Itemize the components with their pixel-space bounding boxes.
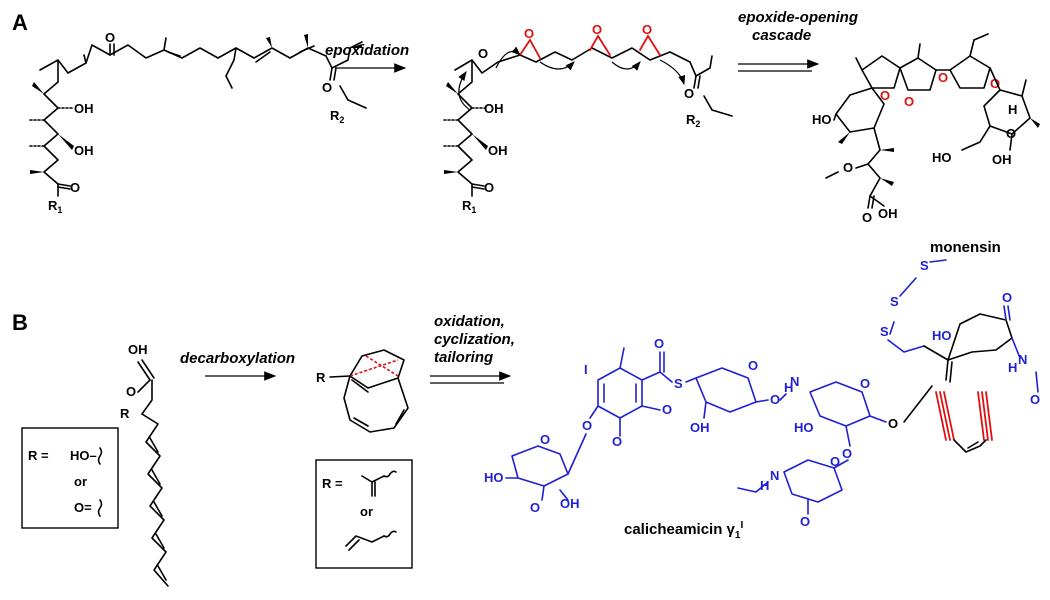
epox-ketone-o-2: O	[684, 86, 694, 101]
epox-ketone-o: O	[478, 46, 488, 61]
epox-r1-label: R1	[462, 198, 476, 215]
step-epoxidation: epoxidation	[325, 42, 409, 59]
sugar-a-o: O	[540, 432, 550, 447]
sugar-c-o-glyco: O	[842, 446, 852, 461]
trisulfide-s3: S	[920, 258, 929, 273]
acyl-o: O	[70, 180, 80, 195]
hydroxylamine-nh: H	[784, 380, 793, 395]
monensin-oh-right: OH	[992, 152, 1012, 167]
r1-label: R1	[48, 198, 62, 215]
thf-o-2: O	[990, 76, 1000, 91]
aryl-ome-o: O	[662, 402, 672, 417]
r-substituent-box-1: R = HO– or O=	[21, 427, 119, 529]
oh-2: OH	[74, 143, 94, 158]
rbox2-or: or	[360, 504, 373, 519]
panel-a-label: A	[12, 10, 28, 35]
thioester-s: S	[674, 376, 683, 391]
polyene-acid: OH O R	[120, 342, 169, 587]
core-r-label: R	[316, 370, 326, 385]
rbox1-req: R =	[28, 448, 49, 463]
carbamate-n: N	[1018, 352, 1027, 367]
aglycone-ho: HO	[932, 328, 952, 343]
sugar-a-ho: HO	[484, 470, 504, 485]
rbox1-opt2: O=	[74, 500, 92, 515]
polyene-precursor: O O R2 OH OH O R1	[29, 30, 367, 215]
sugar-c-o-link: O	[888, 416, 898, 431]
polyepoxide-intermediate: O O O O O R2 OH OH O R1	[443, 22, 733, 215]
hydroxylamine-n: N	[790, 374, 799, 389]
thp-o: O	[1006, 126, 1016, 141]
sugar-b-oh: OH	[690, 420, 710, 435]
methoxy-o: O	[843, 160, 853, 175]
r-substituent-box-2: R = or	[315, 459, 413, 569]
thp-h: H	[1008, 102, 1017, 117]
epox-acyl-o: O	[484, 180, 494, 195]
acid-oh-label: OH	[128, 342, 148, 357]
step-decarboxylation: decarboxylation	[180, 350, 295, 367]
carbamate-o: O	[1030, 392, 1040, 407]
rbox1-or: or	[74, 474, 87, 489]
spiro-o-1: O	[880, 88, 890, 103]
acid-oh: OH	[878, 206, 898, 221]
sugar-b-o: O	[748, 358, 758, 373]
sugar-d-ome: O	[800, 514, 810, 529]
panel-b-label: B	[12, 310, 28, 335]
spiro-o-2: O	[904, 94, 914, 109]
monensin-label: monensin	[930, 239, 1001, 256]
carbamate-nh: H	[1008, 360, 1017, 375]
epoxide-o-2: O	[592, 22, 602, 37]
sugar-a-oh: OH	[560, 496, 580, 511]
sugar-a-ome: O	[530, 500, 540, 515]
epoxide-o-3: O	[642, 22, 652, 37]
sugar-d-n: N	[770, 468, 779, 483]
trisulfide-s2: S	[890, 294, 899, 309]
calicheamicin-label: calicheamicin γ1I	[624, 520, 743, 541]
rbox1-opt1: HO–	[70, 448, 97, 463]
sugar-d-o: O	[830, 454, 840, 469]
step-oxidation: oxidation,	[434, 313, 505, 330]
step-tailoring: tailoring	[434, 349, 493, 366]
oh-1: OH	[74, 101, 94, 116]
enediyne-core: R	[316, 349, 409, 433]
acid-o-label: O	[126, 384, 136, 399]
aryl-ome-o-2: O	[612, 434, 622, 449]
sugar-c-ho: HO	[794, 420, 814, 435]
aryl-o-link: O	[582, 418, 592, 433]
step-cascade-2: cascade	[752, 27, 811, 44]
r-label: R	[120, 406, 130, 421]
ketone-o: O	[105, 30, 115, 45]
epox-oh-1: OH	[484, 101, 504, 116]
monensin-ho-left: HO	[812, 112, 832, 127]
trisulfide-s1: S	[880, 324, 889, 339]
sugar-c-o: O	[860, 376, 870, 391]
sugar-b-o-link: O	[770, 392, 780, 407]
epox-r2-label: R2	[686, 112, 700, 129]
ketone-o-2: O	[322, 80, 332, 95]
acid-o: O	[862, 210, 872, 225]
rbox2-req: R =	[322, 476, 343, 491]
thioester-o: O	[654, 336, 664, 351]
iodo: I	[584, 362, 588, 377]
monensin-ho-ch2: HO	[932, 150, 952, 165]
step-cyclization: cyclization,	[434, 331, 515, 348]
thf-o: O	[938, 70, 948, 85]
monensin-structure: O O O O H O OH HO HO O O OH	[812, 33, 1040, 225]
step-cascade-1: epoxide-opening	[738, 9, 858, 26]
calicheamicin-structure: I O S O O O O HO O OH O OH O H N O	[484, 258, 1040, 529]
aglycone-ketone-o: O	[1002, 290, 1012, 305]
epoxide-o-1: O	[524, 26, 534, 41]
r2-label: R2	[330, 108, 344, 125]
epox-oh-2: OH	[488, 143, 508, 158]
